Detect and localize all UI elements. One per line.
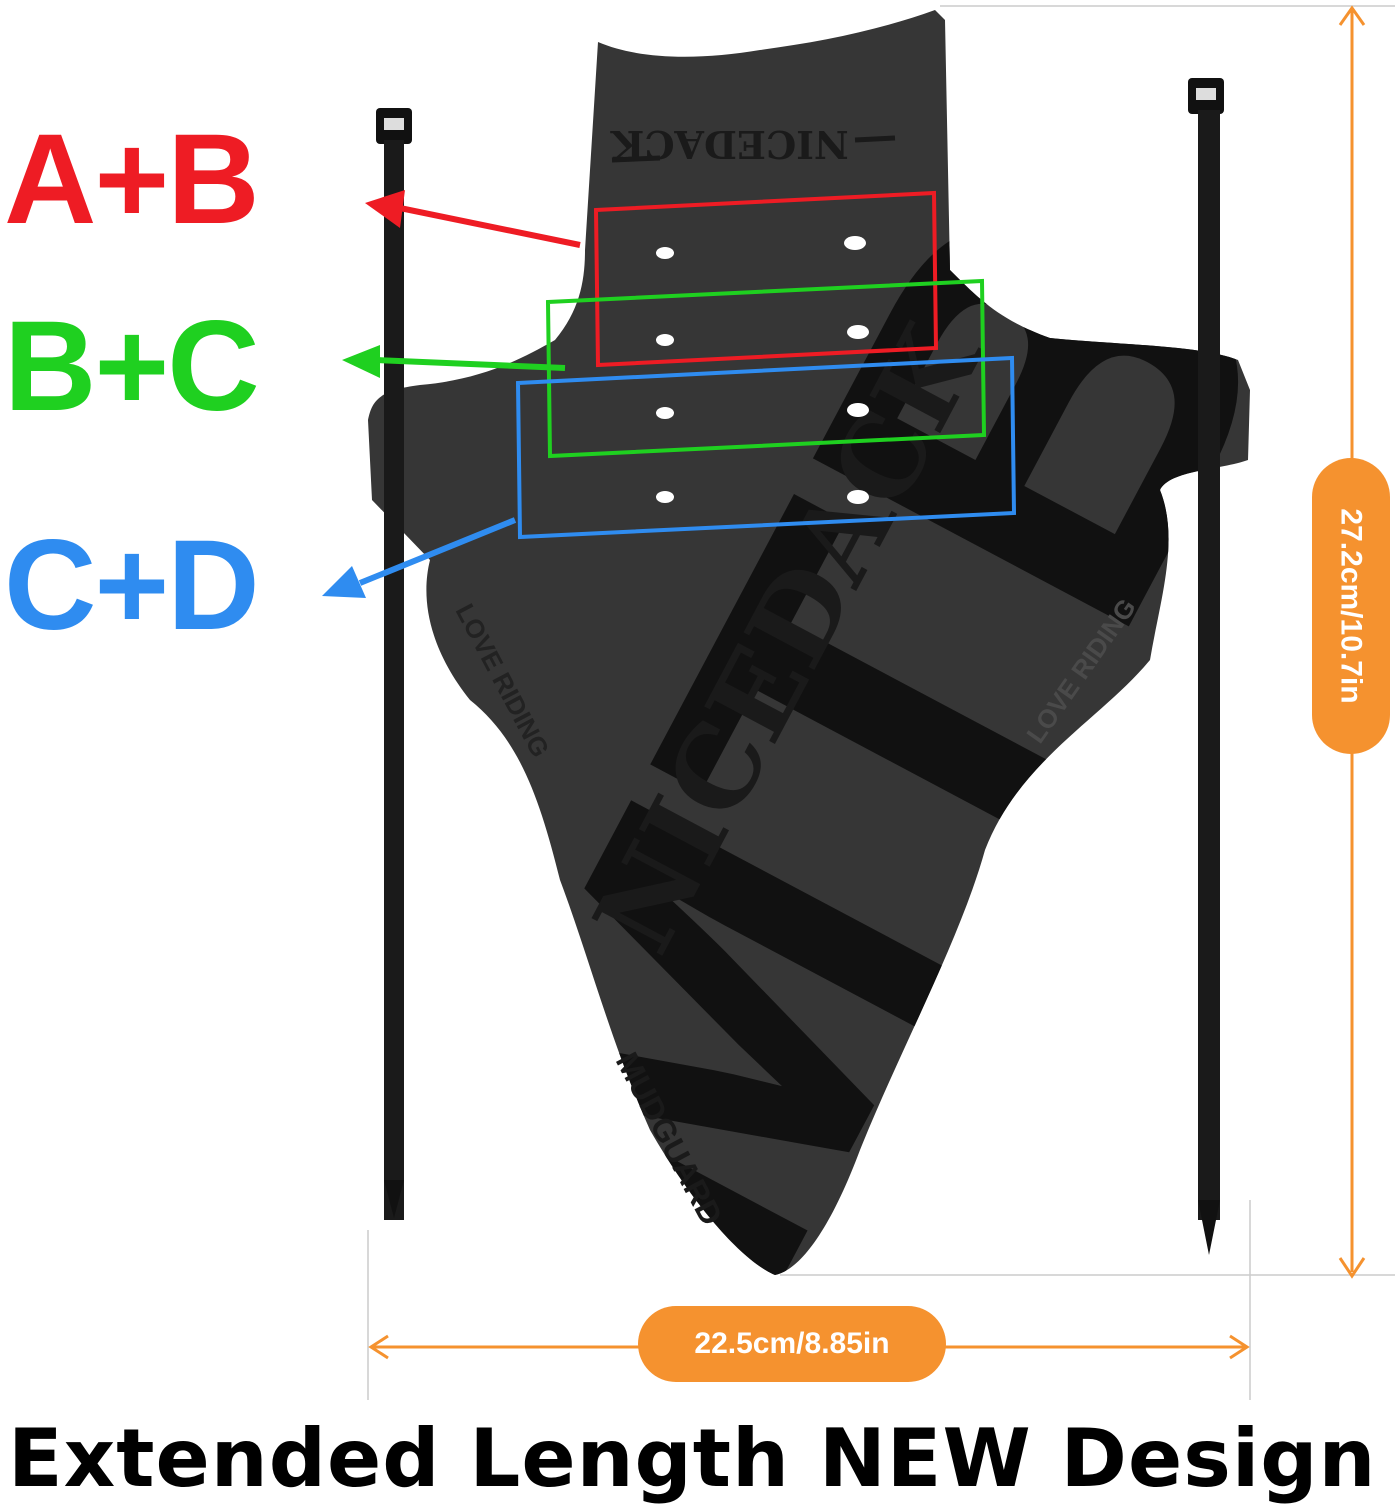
mtb-graphic: MTB bbox=[345, 105, 1387, 1372]
height-dimension-text: 27.2cm/10.7in bbox=[1335, 508, 1369, 704]
height-dimension-badge: 27.2cm/10.7in bbox=[1312, 458, 1390, 754]
zone-cd-box bbox=[515, 355, 1017, 540]
label-a-plus-b: A+B bbox=[4, 108, 260, 251]
cable-tie-right bbox=[1188, 78, 1224, 1255]
mounting-holes bbox=[656, 236, 869, 504]
width-dimension-badge: 22.5cm/8.85in bbox=[638, 1306, 946, 1382]
width-dimension-text: 22.5cm/8.85in bbox=[694, 1327, 890, 1360]
zone-bc-box bbox=[545, 278, 987, 459]
arrow-ab bbox=[394, 204, 581, 248]
headline: Extended Length NEW Design bbox=[8, 1412, 1377, 1505]
label-b-plus-c: B+C bbox=[4, 295, 260, 438]
cable-tie-left bbox=[376, 108, 412, 1220]
arrow-bc bbox=[374, 357, 566, 371]
zone-ab-box bbox=[593, 190, 939, 368]
arrow-cd bbox=[358, 517, 517, 586]
label-c-plus-d: C+D bbox=[4, 514, 260, 657]
guide-lines bbox=[367, 5, 1395, 1400]
mudguard bbox=[368, 10, 1250, 1275]
